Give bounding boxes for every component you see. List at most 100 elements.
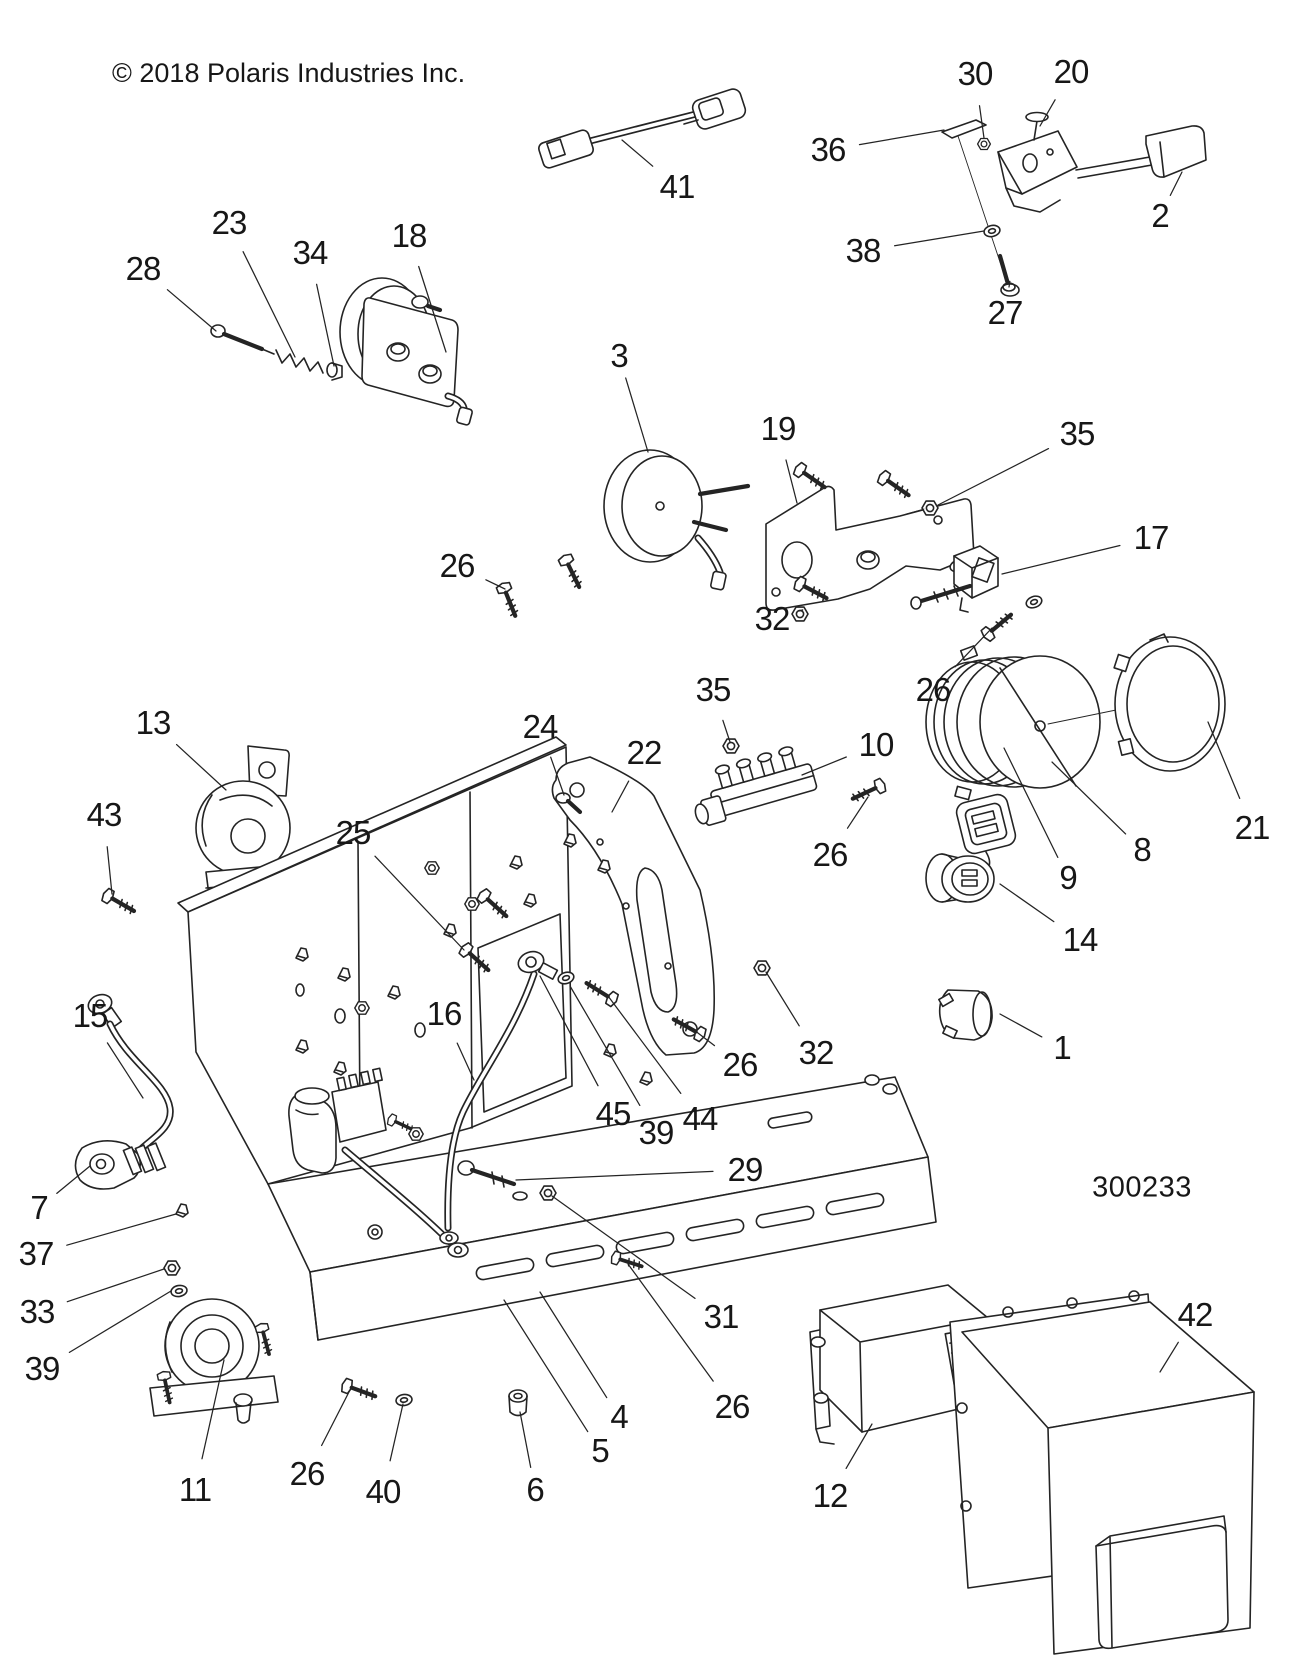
leader-line-39 bbox=[569, 985, 641, 1107]
callout-27: 27 bbox=[987, 294, 1024, 331]
bracket-20 bbox=[997, 111, 1078, 213]
leader-line-35 bbox=[937, 447, 1050, 506]
leader-line-26 bbox=[954, 627, 993, 668]
leader-line-45 bbox=[539, 975, 599, 1087]
leader-line-25 bbox=[374, 855, 465, 951]
callout-23: 23 bbox=[211, 204, 248, 241]
part-solenoid-assembly-18 bbox=[210, 277, 473, 426]
part-washer-39b bbox=[169, 1283, 189, 1299]
leader-lines bbox=[56, 99, 1241, 1470]
nut-30 bbox=[976, 137, 992, 151]
part-bushing-6 bbox=[508, 1389, 528, 1417]
leader-line-16 bbox=[456, 1042, 475, 1081]
part-usb-mount-14 bbox=[925, 793, 1017, 903]
part-terminal-boot-7 bbox=[74, 1140, 167, 1190]
callout-19: 19 bbox=[760, 410, 797, 447]
callout-15: 15 bbox=[72, 997, 109, 1034]
part-trim-ring-21 bbox=[1113, 633, 1226, 772]
nut-32 bbox=[753, 960, 771, 976]
part-nut-33 bbox=[163, 1260, 181, 1276]
callout-5: 5 bbox=[591, 1432, 609, 1469]
callout-37: 37 bbox=[18, 1235, 55, 1272]
callout-43: 43 bbox=[86, 796, 123, 833]
leader-line-20 bbox=[1039, 99, 1056, 127]
callout-42: 42 bbox=[1177, 1296, 1214, 1333]
callout-26: 26 bbox=[812, 836, 849, 873]
leader-line-33 bbox=[66, 1268, 165, 1303]
leader-line-36 bbox=[858, 129, 945, 146]
leader-line-19 bbox=[785, 459, 798, 504]
lever-rod bbox=[1075, 156, 1153, 179]
washer bbox=[1023, 593, 1045, 611]
part-horn-11 bbox=[149, 1298, 279, 1424]
callout-14: 14 bbox=[1062, 921, 1099, 958]
callout-32: 32 bbox=[754, 600, 791, 637]
leader-line-6 bbox=[519, 1411, 532, 1469]
part-bolt-44 bbox=[583, 977, 620, 1007]
part-bolt-43 bbox=[100, 887, 137, 917]
part-cable-16 bbox=[439, 970, 538, 1245]
leader-line-4 bbox=[539, 1291, 608, 1399]
callout-1: 1 bbox=[1053, 1029, 1071, 1066]
callout-9: 9 bbox=[1059, 859, 1077, 896]
leader-line-32 bbox=[798, 609, 804, 612]
leader-line-11 bbox=[201, 1359, 225, 1460]
leader-line-2 bbox=[1169, 171, 1183, 197]
callout-32: 32 bbox=[798, 1034, 835, 1071]
nut-32 bbox=[791, 606, 809, 622]
part-main-panel bbox=[177, 736, 573, 1185]
callout-10: 10 bbox=[858, 726, 895, 763]
leader-line-1 bbox=[999, 1013, 1043, 1038]
callout-7: 7 bbox=[30, 1189, 48, 1226]
callout-41: 41 bbox=[659, 168, 696, 205]
nut-35 bbox=[722, 738, 740, 754]
flag-2 bbox=[1145, 125, 1207, 178]
part-eyelet-45 bbox=[517, 950, 559, 980]
bolt-26 bbox=[980, 609, 1016, 642]
part-harness-41 bbox=[538, 88, 747, 169]
leader-line-26 bbox=[627, 1263, 714, 1382]
leader-line-18 bbox=[418, 265, 447, 353]
leader-line-29 bbox=[515, 1170, 714, 1181]
part-switch-17 bbox=[953, 545, 999, 613]
callout-26: 26 bbox=[915, 671, 952, 708]
leader-line-23 bbox=[242, 251, 296, 358]
callout-38: 38 bbox=[845, 232, 882, 269]
callout-20: 20 bbox=[1053, 53, 1090, 90]
callout-18: 18 bbox=[391, 217, 428, 254]
leader-line-10 bbox=[801, 756, 847, 776]
leader-line-40 bbox=[389, 1403, 404, 1462]
callout-36: 36 bbox=[810, 131, 847, 168]
leader-line-41 bbox=[621, 139, 654, 167]
bolt-26 bbox=[558, 552, 586, 590]
callout-31: 31 bbox=[703, 1298, 740, 1335]
callout-16: 16 bbox=[426, 995, 463, 1032]
part-adjuster-hardware bbox=[910, 583, 1045, 643]
nut-35 bbox=[921, 500, 939, 516]
callout-39: 39 bbox=[638, 1114, 675, 1151]
callout-44: 44 bbox=[682, 1100, 719, 1137]
leader-line-26 bbox=[693, 1029, 716, 1047]
leader-line-15 bbox=[106, 1042, 144, 1099]
part-switch-assembly-top-right bbox=[941, 111, 1207, 297]
callout-17: 17 bbox=[1133, 519, 1170, 556]
leader-line-24 bbox=[550, 756, 565, 796]
callout-29: 29 bbox=[727, 1151, 764, 1188]
leader-line-8 bbox=[1051, 761, 1127, 835]
copyright-text: © 2018 Polaris Industries Inc. bbox=[112, 58, 466, 88]
screw-27 bbox=[997, 253, 1020, 297]
callout-26: 26 bbox=[439, 547, 476, 584]
leader-line-17 bbox=[1001, 544, 1121, 575]
spacer-34 bbox=[326, 362, 343, 381]
callout-28: 28 bbox=[125, 250, 162, 287]
callout-8: 8 bbox=[1133, 831, 1151, 868]
leader-line-21 bbox=[1207, 721, 1241, 800]
callout-26: 26 bbox=[714, 1388, 751, 1425]
leader-line-44 bbox=[607, 995, 682, 1095]
part-headlight-9 bbox=[925, 645, 1151, 801]
stud-bolt bbox=[792, 461, 829, 493]
callout-25: 25 bbox=[335, 814, 372, 851]
leader-line-7 bbox=[56, 1165, 91, 1195]
part-switch-bar-10 bbox=[694, 738, 888, 826]
